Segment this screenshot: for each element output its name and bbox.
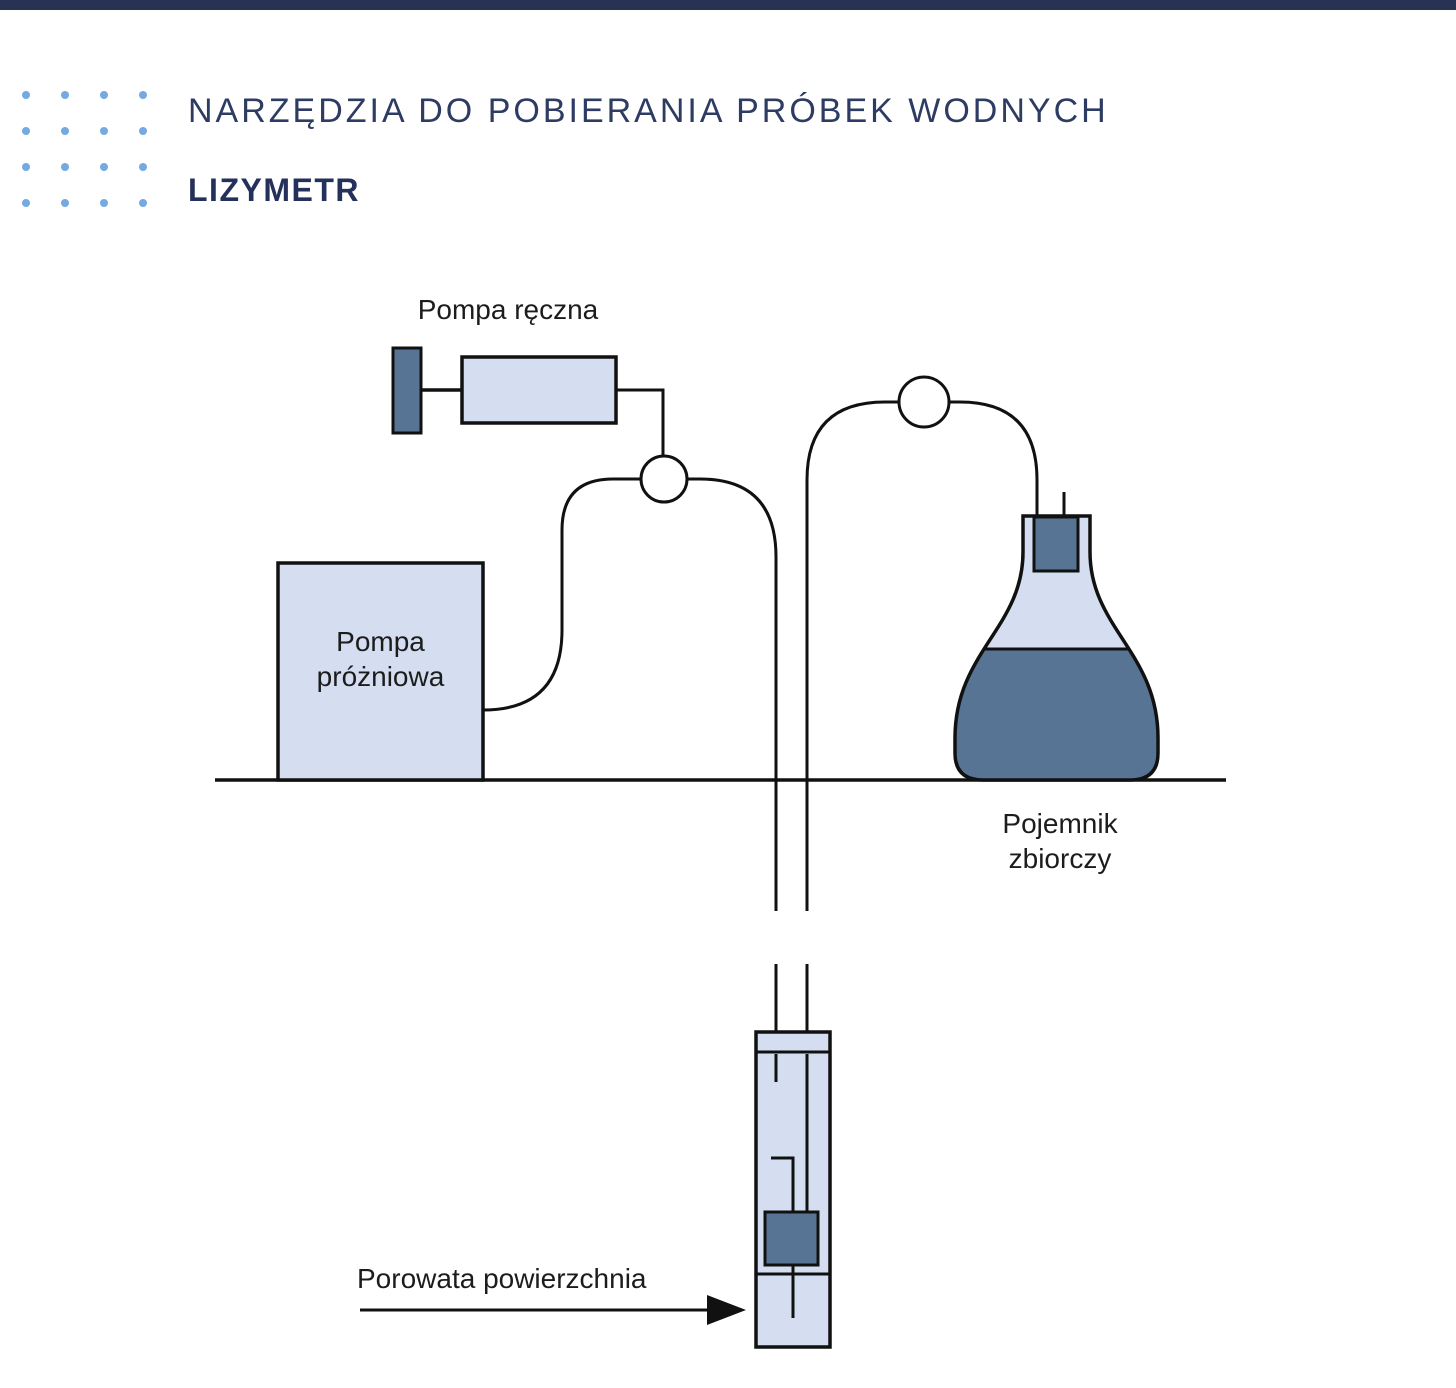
collector-label-line1: Pojemnik bbox=[1002, 808, 1118, 839]
vacuum-pump-label-line2: próżniowa bbox=[316, 661, 445, 692]
dot bbox=[100, 127, 108, 135]
page-title: NARZĘDZIA DO POBIERANIA PRÓBEK WODNYCH bbox=[188, 92, 1109, 130]
vacuum-pump-label: Pompa próżniowa bbox=[278, 624, 483, 694]
dot bbox=[61, 163, 69, 171]
dot bbox=[139, 199, 147, 207]
porous-surface-arrowhead bbox=[707, 1295, 746, 1325]
decorative-dot-grid bbox=[22, 91, 147, 207]
valve-1 bbox=[639, 454, 689, 504]
top-accent-bar bbox=[0, 0, 1456, 10]
hand-pump-label: Pompa ręczna bbox=[417, 294, 599, 325]
dot bbox=[61, 199, 69, 207]
hand-pump-handle bbox=[391, 346, 423, 435]
lysimeter-sample-chamber bbox=[763, 1210, 820, 1267]
vacuum-pump-box bbox=[276, 561, 485, 782]
flask-liquid bbox=[955, 648, 1158, 780]
collector-label: Pojemnik zbiorczy bbox=[960, 806, 1160, 876]
hand-pump-body bbox=[460, 355, 618, 425]
dot bbox=[61, 91, 69, 99]
dot bbox=[22, 199, 30, 207]
dot bbox=[100, 91, 108, 99]
page-subtitle: LIZYMETR bbox=[188, 172, 360, 208]
vacuum-pump-label-line1: Pompa bbox=[336, 626, 425, 657]
valve-2 bbox=[897, 375, 951, 429]
dot bbox=[22, 163, 30, 171]
dot bbox=[22, 127, 30, 135]
dot bbox=[100, 199, 108, 207]
dot bbox=[61, 127, 69, 135]
porous-surface-label: Porowata powierzchnia bbox=[357, 1263, 647, 1294]
tube-arch-2-right bbox=[949, 400, 1039, 517]
flask-outline bbox=[953, 514, 1160, 782]
tube-arch-2-left bbox=[805, 400, 899, 911]
tube-arch-1-left bbox=[482, 477, 641, 712]
dot bbox=[139, 91, 147, 99]
collector-label-line2: zbiorczy bbox=[1008, 843, 1112, 874]
dot bbox=[100, 163, 108, 171]
dot bbox=[139, 127, 147, 135]
dot bbox=[139, 163, 147, 171]
flask-stopper bbox=[1032, 515, 1080, 573]
dot bbox=[22, 91, 30, 99]
tube-arch-1-right bbox=[687, 477, 778, 911]
hand-pump-outlet-tube bbox=[616, 388, 665, 456]
